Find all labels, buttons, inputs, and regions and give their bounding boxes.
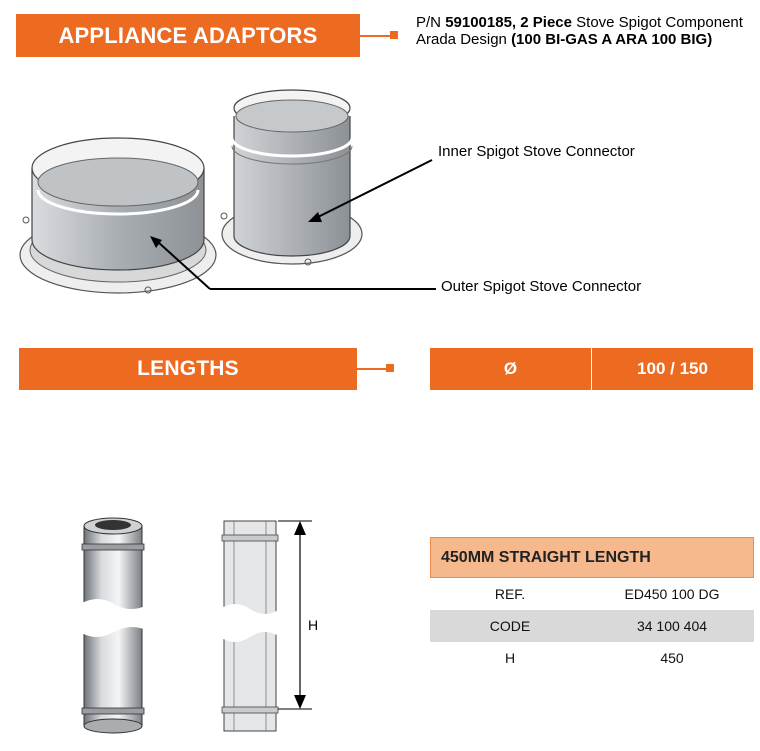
part-number-description: P/N 59100185, 2 Piece Stove Spigot Compo… [416,14,760,48]
inner-spigot-label: Inner Spigot Stove Connector [438,143,635,160]
spec-value: 450 [660,650,684,666]
diameter-header: Ø 100 / 150 [430,348,753,390]
pn-code: (100 BI-GAS A ARA 100 BIG) [511,31,713,48]
spec-table-title: 450MM STRAIGHT LENGTH [430,537,754,578]
lengths-heading: LENGTHS [19,348,357,390]
pn-pieces: 2 Piece [516,14,572,31]
table-row: CODE 34 100 404 [430,610,754,642]
pn-number: 59100185, [445,14,517,31]
table-row: REF. ED450 100 DG [430,578,754,610]
spec-value: ED450 100 DG [624,586,720,602]
pn-prefix: P/N [416,14,446,31]
pipe-3d-illustration [80,517,150,734]
spec-key: CODE [489,618,531,634]
height-dimension-label: H [308,617,319,633]
heading-connector-line [360,35,390,37]
outer-spigot-label: Outer Spigot Stove Connector [441,278,642,295]
pn-desc: Stove Spigot Component [571,14,743,31]
spec-table: 450MM STRAIGHT LENGTH REF. ED450 100 DG … [430,537,754,674]
spec-key: REF. [494,586,526,602]
spec-key: H [504,650,516,666]
spec-value: 34 100 404 [636,618,708,634]
diameter-symbol: Ø [430,348,592,390]
lengths-connector-line [357,368,387,370]
diameter-value: 100 / 150 [637,359,708,378]
table-row: H 450 [430,642,754,674]
heading-connector-dot [390,31,398,39]
height-dimension-arrow [278,520,312,710]
pn-line2-prefix: Arada Design [416,31,512,48]
pipe-section-illustration [220,520,280,732]
lengths-connector-dot [386,364,394,372]
appliance-adaptors-heading: APPLIANCE ADAPTORS [16,14,360,57]
